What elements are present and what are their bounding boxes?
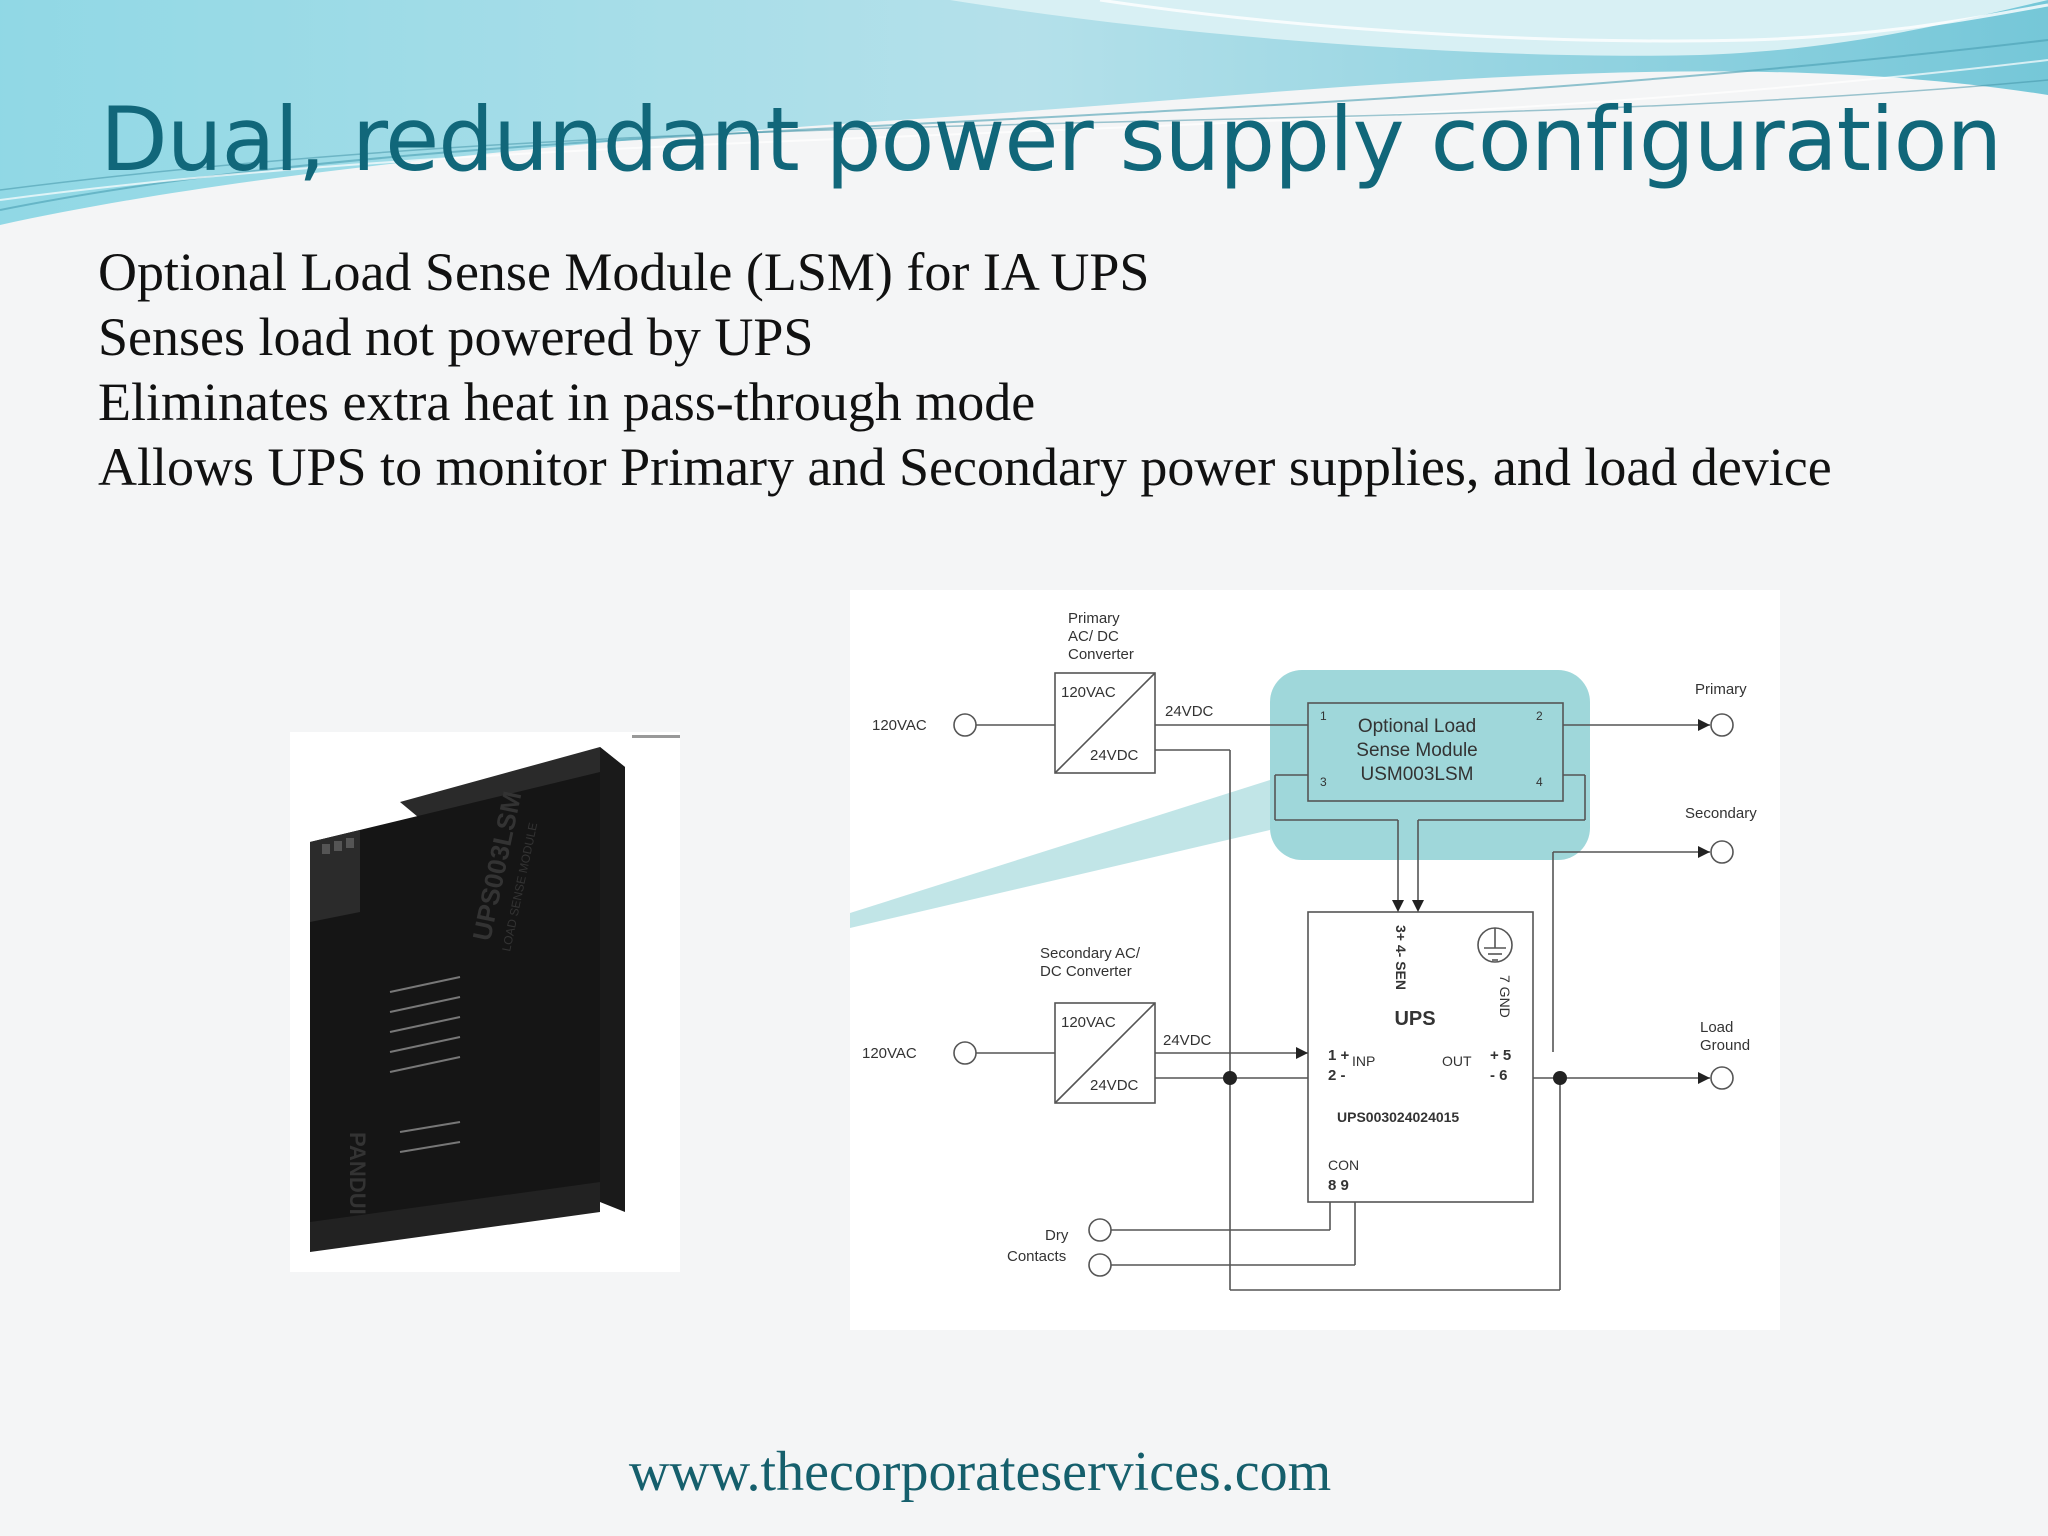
ups-inp-pin-label: 1 + [1328, 1047, 1350, 1064]
bullet-item: Allows UPS to monitor Primary and Second… [98, 437, 1832, 497]
bullet-item: Senses load not powered by UPS [98, 307, 814, 367]
primary-converter-out-label: 24VDC [1090, 747, 1139, 764]
lsm-pin-label: 3 [1320, 775, 1327, 789]
dry-contacts-label-line: Dry [1045, 1227, 1069, 1244]
ups-con-label: CON [1328, 1157, 1359, 1173]
load-ground-label-line: Ground [1700, 1037, 1750, 1054]
lsm-label-line: USM003LSM [1361, 764, 1474, 785]
bullet-item: Optional Load Sense Module (LSM) for IA … [98, 242, 1150, 302]
primary-120vac-label: 120VAC [872, 717, 927, 734]
dry-contacts-label-line: Contacts [1007, 1248, 1066, 1265]
divider-line [632, 735, 680, 738]
secondary-120vac-label: 120VAC [862, 1045, 917, 1062]
primary-converter-title-line: AC/ DC [1068, 628, 1119, 645]
secondary-converter-title-line: DC Converter [1040, 963, 1132, 980]
slide-title: Dual, redundant power supply configurati… [100, 88, 2002, 191]
lsm-highlight [1270, 670, 1590, 860]
lsm-pin-label: 4 [1536, 775, 1543, 789]
secondary-24vdc-label: 24VDC [1163, 1032, 1212, 1049]
ups-inp-label: INP [1352, 1053, 1375, 1069]
secondary-converter-title-line: Secondary AC/ [1040, 945, 1141, 962]
lsm-label-line: Optional Load [1358, 716, 1476, 737]
secondary-converter-in-label: 120VAC [1061, 1014, 1116, 1031]
ups-out-pin-label: + 5 [1490, 1047, 1511, 1064]
primary-output-label: Primary [1695, 681, 1747, 698]
lsm-pin-label: 2 [1536, 709, 1543, 723]
ups-out-label: OUT [1442, 1053, 1472, 1069]
ups-con-pins-label: 8 9 [1328, 1177, 1349, 1194]
secondary-output-label: Secondary [1685, 805, 1757, 822]
lsm-label-line: Sense Module [1356, 740, 1477, 761]
ups-part-number-label: UPS003024024015 [1337, 1109, 1459, 1125]
ups-box [1307, 911, 1534, 1203]
header-wave-decoration [0, 0, 2048, 225]
ups-gnd-label: 7 GND [1497, 975, 1513, 1018]
ups-inp-pin-label: 2 - [1328, 1067, 1346, 1084]
bullet-item: Eliminates extra heat in pass-through mo… [98, 372, 1036, 432]
lsm-callout-beam [850, 780, 1270, 928]
ups-sen-label: 3+ 4- SEN [1393, 925, 1409, 990]
lsm-box [1307, 702, 1564, 802]
device-brand-text: PANDUIT [345, 1132, 370, 1229]
ups-out-pin-label: - 6 [1490, 1067, 1508, 1084]
primary-converter-title-line: Primary [1068, 610, 1120, 627]
primary-converter-box [1054, 672, 1156, 774]
lsm-device-photo: UPS003LSM LOAD SENSE MODULE PANDUIT [290, 732, 680, 1272]
secondary-converter-out-label: 24VDC [1090, 1077, 1139, 1094]
footer-url: www.thecorporateservices.com [628, 1441, 1332, 1503]
ups-name-label: UPS [1394, 1008, 1435, 1030]
load-ground-label-line: Load [1700, 1019, 1733, 1036]
primary-converter-title-line: Converter [1068, 646, 1134, 663]
primary-converter-in-label: 120VAC [1061, 684, 1116, 701]
bullet-list: Optional Load Sense Module (LSM) for IA … [98, 240, 1832, 500]
lsm-pin-label: 1 [1320, 709, 1327, 723]
wiring-diagram: Primary AC/ DC Converter 120VAC 24VDC 24… [850, 590, 1780, 1330]
primary-24vdc-label: 24VDC [1165, 703, 1214, 720]
